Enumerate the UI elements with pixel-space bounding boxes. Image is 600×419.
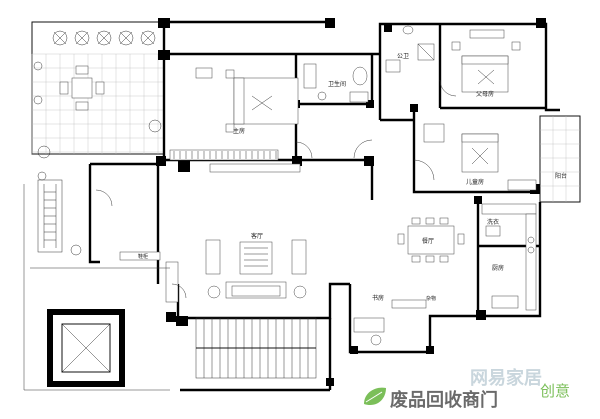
staircase — [195, 317, 317, 379]
master-bed — [195, 67, 299, 133]
column — [325, 18, 335, 28]
watermark: 网易家居 废品回收商门 创意 — [364, 367, 570, 411]
public-bath-fixtures — [385, 25, 435, 73]
room-label-entry-cabinet: 鞋柜 — [138, 253, 148, 260]
column — [156, 156, 166, 166]
left-planter — [37, 171, 82, 256]
column — [364, 156, 374, 166]
room-label-wash: 洗衣 — [487, 218, 499, 226]
watermark-text: 废品回收商门 — [390, 389, 498, 411]
room-label-study: 书房 — [372, 294, 384, 302]
room-label-balcony: 阳台 — [555, 172, 567, 180]
leaf-icon — [364, 387, 386, 406]
kids-bed — [423, 123, 537, 191]
column — [166, 312, 176, 322]
column — [158, 18, 170, 28]
room-label-master-bath: 卫生间 — [328, 80, 346, 88]
master-bedroom-wardrobe — [169, 149, 279, 161]
column — [326, 378, 334, 386]
kitchen-counter — [481, 203, 537, 311]
tv-cabinet — [209, 163, 301, 173]
study-desk — [353, 299, 427, 346]
site-outline — [23, 184, 170, 391]
terrace-table — [59, 65, 105, 111]
room-label-living-room: 客厅 — [251, 232, 263, 240]
door-swings — [95, 79, 457, 299]
entry-cabinet — [119, 251, 179, 303]
column — [426, 346, 434, 354]
column — [476, 310, 486, 320]
watermark-brand: 创意 — [540, 382, 570, 400]
room-label-public-bath: 公卫 — [397, 53, 409, 60]
column — [350, 346, 358, 354]
room-label-kids-room: 儿童房 — [466, 178, 484, 186]
column — [384, 24, 392, 32]
structural-columns — [156, 18, 546, 386]
column — [178, 160, 190, 172]
column — [292, 156, 302, 166]
column — [536, 18, 546, 28]
dining-table — [397, 217, 465, 263]
room-label-kitchen: 厨房 — [492, 264, 504, 272]
column — [410, 104, 418, 112]
master-bath-fixtures — [303, 63, 369, 103]
watermark-site: 网易家居 — [470, 367, 542, 389]
rooftop-terrace — [31, 21, 165, 159]
column — [366, 100, 374, 108]
elevator-shaft — [47, 309, 125, 387]
living-room-sofa-set — [205, 239, 307, 299]
room-label-storage: 杂物 — [426, 295, 436, 302]
column — [158, 50, 170, 60]
column — [474, 196, 482, 204]
room-label-parents-room: 父母房 — [476, 90, 494, 98]
room-label-dining-room: 餐厅 — [422, 237, 434, 245]
room-label-master-bedroom: 主房 — [233, 127, 245, 135]
parents-bed — [451, 29, 521, 93]
column — [176, 316, 188, 326]
